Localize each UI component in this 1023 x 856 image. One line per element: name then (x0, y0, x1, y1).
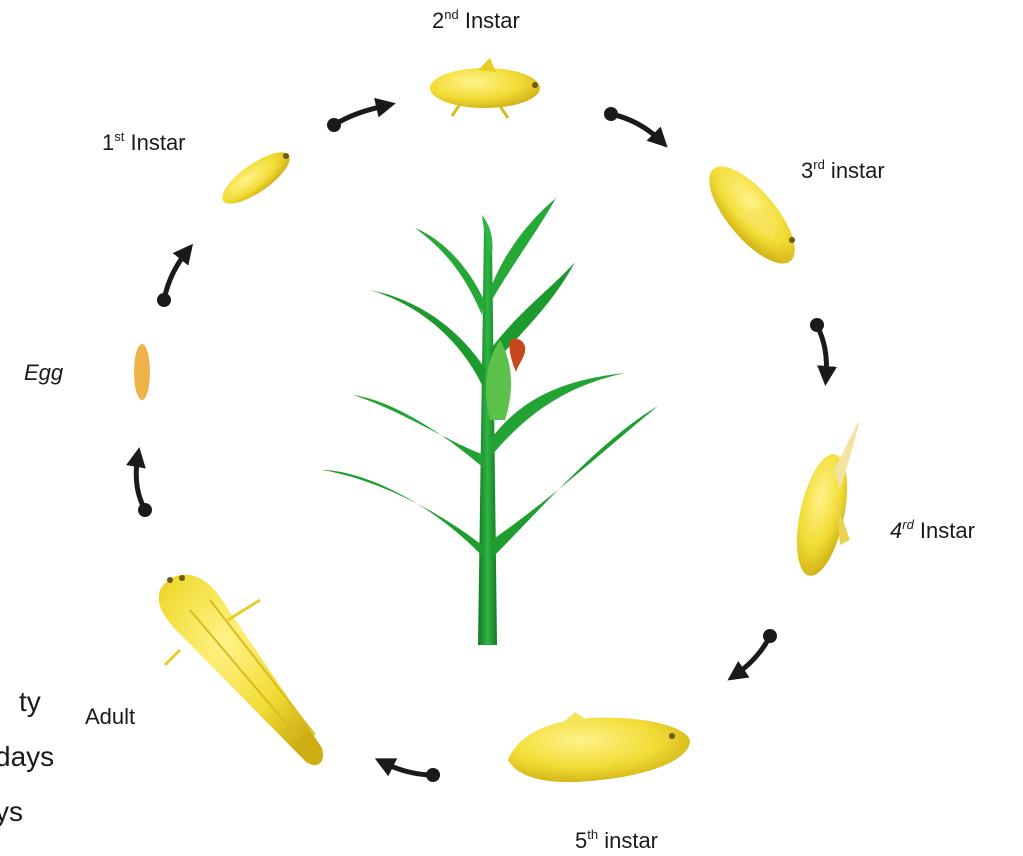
third-instar-insect (695, 154, 809, 277)
fourth-instar-insect (788, 420, 860, 580)
cropped-text-line-1: ty (19, 685, 41, 719)
arrow-4th-to-5th (734, 629, 777, 676)
cropped-text-line-2: days (0, 740, 54, 774)
label-5th-instar: 5th instar (575, 830, 658, 852)
arrow-3rd-to-4th (810, 318, 827, 378)
first-instar-insect (215, 144, 297, 213)
pest-on-plant (509, 339, 525, 372)
arrow-adult-to-egg (136, 455, 152, 517)
egg-illustration (134, 344, 150, 400)
arrow-5th-to-adult (382, 762, 440, 782)
cropped-text-line-3: ys (0, 795, 23, 829)
second-instar-insect (430, 58, 540, 118)
fifth-instar-insect (508, 712, 690, 782)
label-egg: Egg (24, 362, 63, 384)
label-2nd-instar: 2nd Instar (432, 10, 520, 32)
label-1st-instar: 1st Instar (102, 132, 186, 154)
adult-insect (159, 575, 323, 766)
label-4th-instar: 4rd Instar (890, 520, 975, 542)
plant-illustration (322, 198, 658, 645)
label-adult: Adult (85, 706, 135, 728)
label-3rd-instar: 3rd instar (801, 160, 885, 182)
arrow-2nd-to-3rd (604, 107, 662, 142)
arrow-egg-to-1st (157, 250, 188, 307)
arrow-1st-to-2nd (327, 105, 388, 132)
